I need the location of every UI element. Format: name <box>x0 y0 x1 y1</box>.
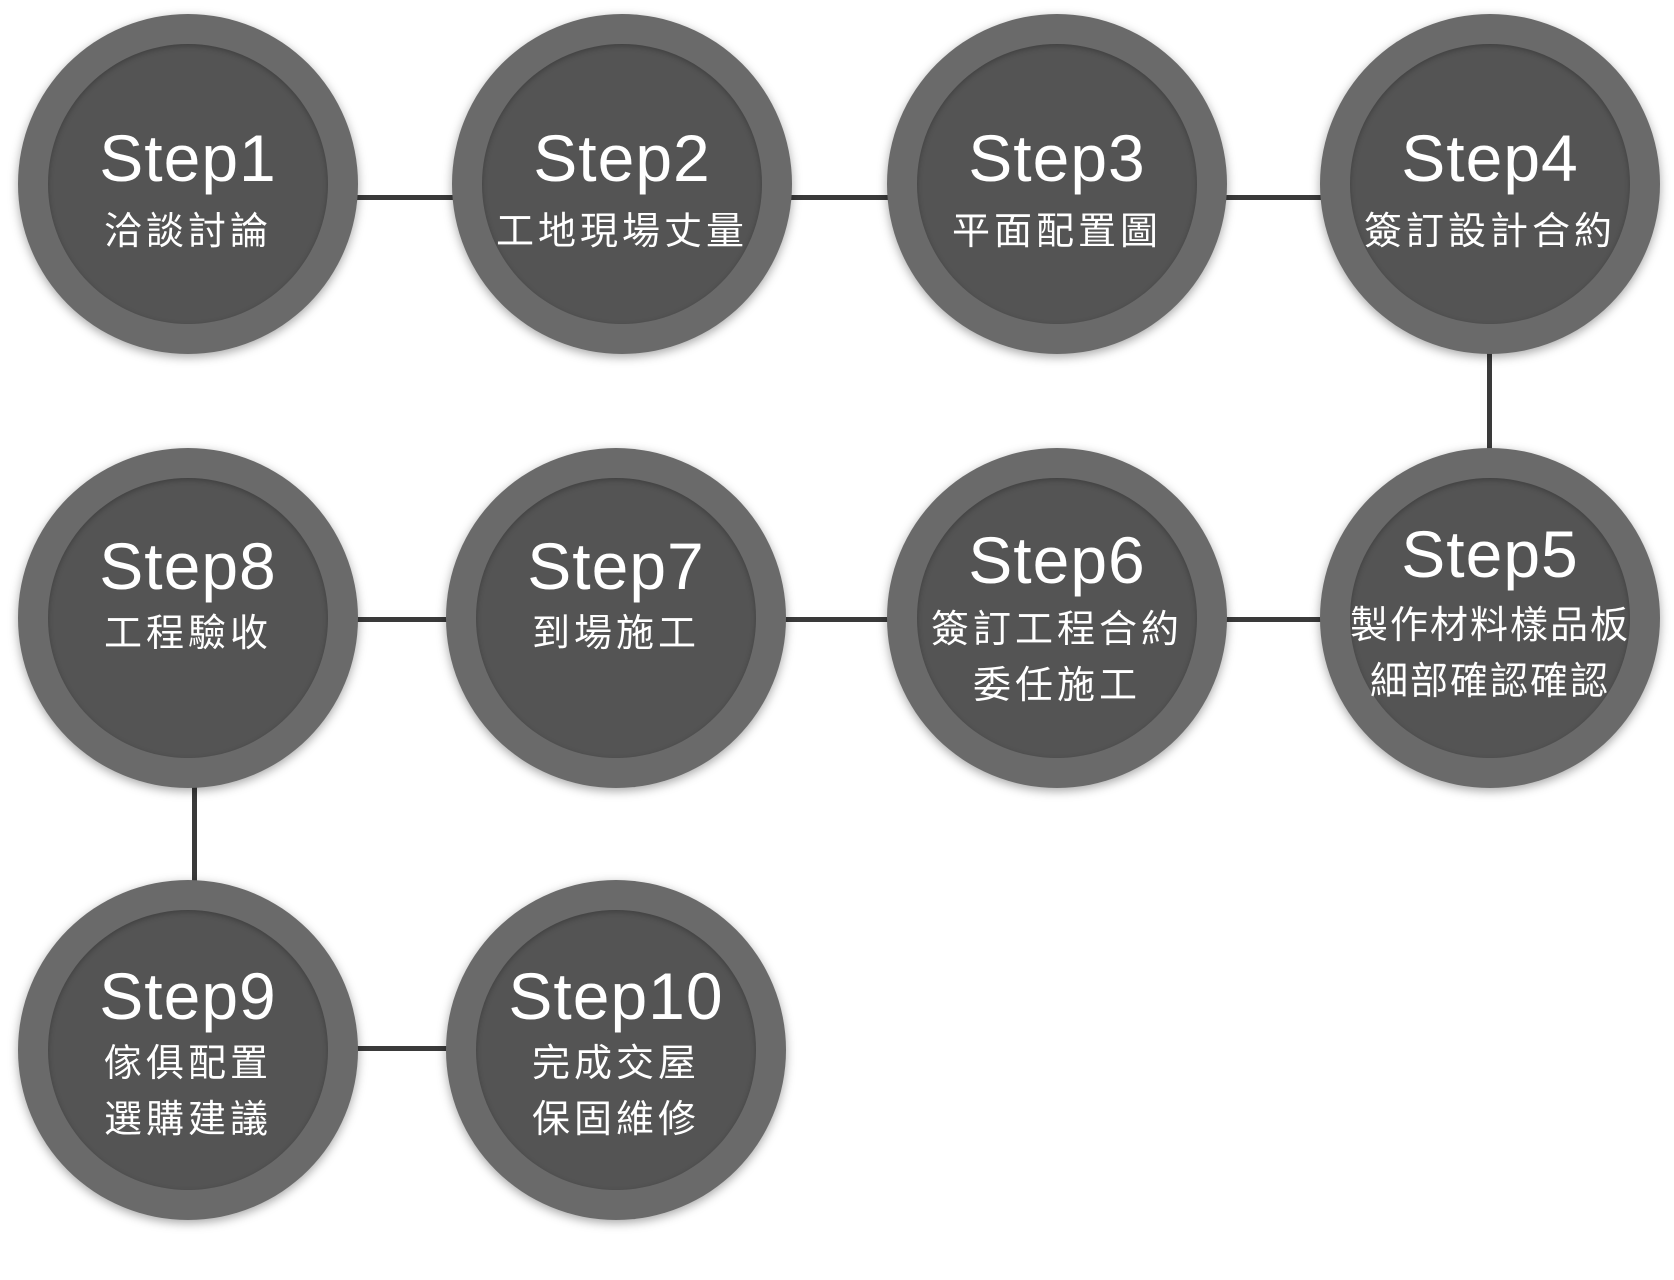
step-label: 細部確認確認 <box>1369 659 1610 703</box>
step-disc <box>476 910 756 1190</box>
step-label: 洽談討論 <box>103 209 272 253</box>
step-label: 完成交屋 <box>531 1041 700 1085</box>
step-title: Step10 <box>508 959 724 1033</box>
connector-step4-step5 <box>1487 350 1492 455</box>
step-label: 傢俱配置 <box>103 1041 272 1085</box>
connector-step9-step10 <box>355 1046 455 1051</box>
step-disc <box>482 44 762 324</box>
step-node-7: Step7 到場施工 <box>446 448 786 788</box>
step-disc <box>48 910 328 1190</box>
connector-step1-step2 <box>355 195 455 200</box>
step-disc <box>1350 478 1630 758</box>
step-label: 製作材料樣品板 <box>1349 603 1630 647</box>
connector-step5-step6 <box>1225 617 1325 622</box>
step-title: Step7 <box>527 529 705 603</box>
connector-step8-step9 <box>192 785 197 885</box>
step-node-1: Step1 洽談討論 <box>18 14 358 354</box>
step-node-2: Step2 工地現場丈量 <box>452 14 792 354</box>
step-disc <box>48 478 328 758</box>
connector-step2-step3 <box>790 195 890 200</box>
step-title: Step2 <box>533 121 711 195</box>
step-node-8: Step8 工程驗收 <box>18 448 358 788</box>
step-disc <box>917 478 1197 758</box>
connector-step7-step8 <box>355 617 455 622</box>
step-disc <box>1350 44 1630 324</box>
connector-step6-step7 <box>782 617 890 622</box>
step-label: 到場施工 <box>531 611 700 655</box>
step-title: Step4 <box>1401 121 1579 195</box>
step-label: 保固維修 <box>531 1097 700 1141</box>
step-title: Step8 <box>99 529 277 603</box>
step-title: Step5 <box>1401 517 1579 591</box>
step-label: 選購建議 <box>103 1097 272 1141</box>
step-node-9: Step9 傢俱配置 選購建議 <box>18 880 358 1220</box>
step-label: 簽訂設計合約 <box>1363 209 1616 253</box>
step-node-10: Step10 完成交屋 保固維修 <box>446 880 786 1220</box>
step-title: Step1 <box>99 121 277 195</box>
connector-step3-step4 <box>1225 195 1325 200</box>
step-label: 委任施工 <box>972 663 1141 707</box>
step-label: 簽訂工程合約 <box>930 607 1183 651</box>
step-label: 工地現場丈量 <box>495 209 748 253</box>
step-title: Step6 <box>968 523 1146 597</box>
step-title: Step3 <box>968 121 1146 195</box>
step-disc <box>917 44 1197 324</box>
step-disc <box>476 478 756 758</box>
step-label: 工程驗收 <box>103 611 272 655</box>
step-title: Step9 <box>99 959 277 1033</box>
step-node-3: Step3 平面配置圖 <box>887 14 1227 354</box>
step-disc <box>48 44 328 324</box>
step-node-5: Step5 製作材料樣品板 細部確認確認 <box>1320 448 1660 788</box>
step-node-4: Step4 簽訂設計合約 <box>1320 14 1660 354</box>
step-node-6: Step6 簽訂工程合約 委任施工 <box>887 448 1227 788</box>
step-label: 平面配置圖 <box>951 209 1162 253</box>
